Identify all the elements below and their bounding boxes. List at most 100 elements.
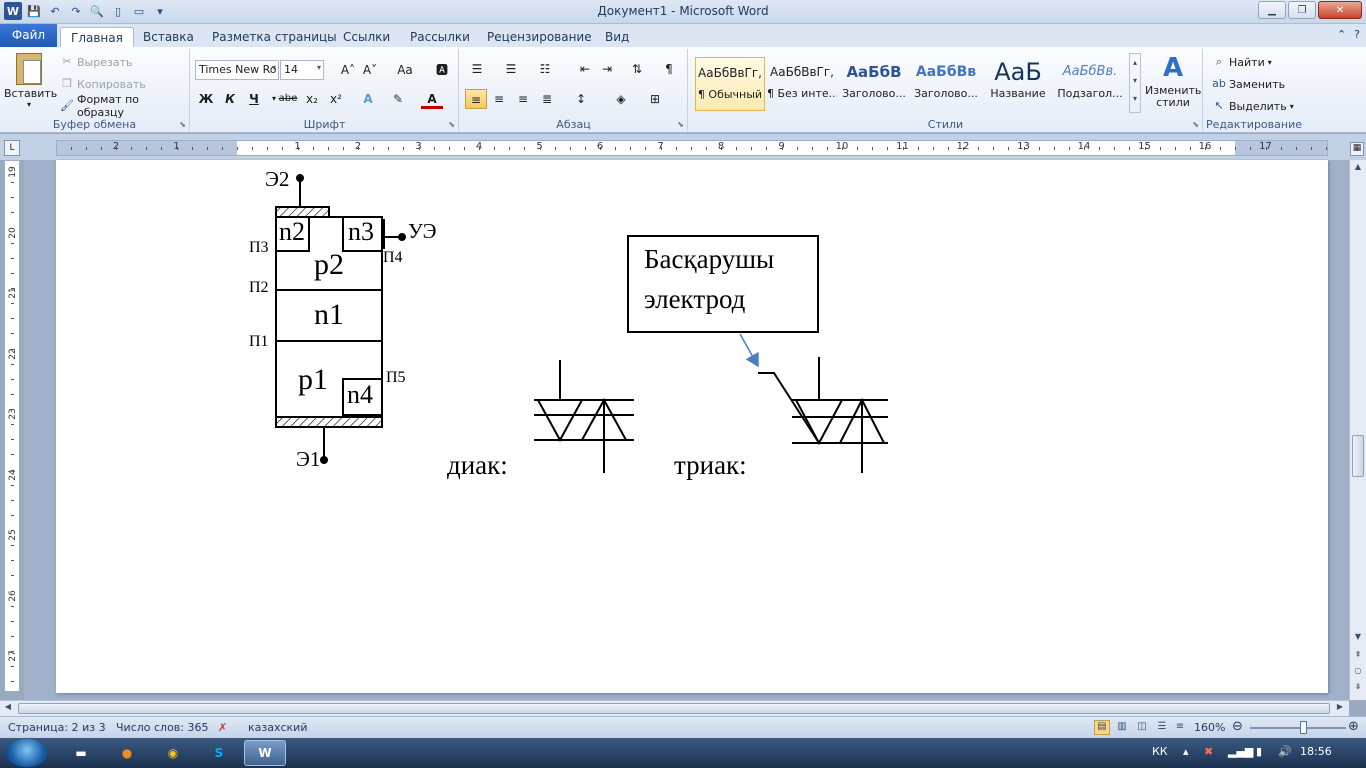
align-center-icon[interactable]: ≡ [493,92,505,106]
tab-insert[interactable]: Вставка [143,30,194,44]
scroll-right-icon[interactable]: ▶ [1336,702,1344,711]
print-layout-view-icon[interactable]: ▤ [1094,720,1110,735]
word-taskbar-icon[interactable]: W [244,740,286,766]
tab-file[interactable]: Файл [0,24,57,47]
replace-button[interactable]: ab Заменить [1212,74,1285,94]
restore-button[interactable]: ❐ [1288,1,1316,19]
dialog-launcher-icon[interactable]: ⬊ [448,120,455,129]
paste-button[interactable]: Вставить ▾ [4,51,57,115]
minimize-button[interactable]: ▁ [1258,1,1286,19]
borders-icon[interactable]: ⊞ [649,92,661,106]
outline-view-icon[interactable]: ☰ [1157,721,1167,732]
strikethrough-button[interactable]: abe [278,93,298,104]
italic-button[interactable]: К [225,92,235,106]
chrome-icon[interactable]: ◉ [167,746,179,760]
change-case-button[interactable]: Aa [397,63,413,77]
style-title[interactable]: АаБ Название [983,57,1053,111]
subscript-button[interactable]: x₂ [306,92,318,106]
find-button[interactable]: ⌕ Найти ▾ [1212,52,1272,72]
diac-label[interactable]: диак: [447,450,508,480]
triac-label[interactable]: триак: [674,450,747,480]
customize-toolbar-icon[interactable]: ▾ [157,4,163,18]
tab-home[interactable]: Главная [60,27,134,47]
tab-references[interactable]: Ссылки [343,30,391,44]
shading-icon[interactable]: ◈ [616,92,626,106]
change-styles-button[interactable]: A Изменить стили [1145,53,1201,117]
browse-object-icon[interactable]: ○ [1354,666,1362,675]
align-right-icon[interactable]: ≡ [517,92,529,106]
vertical-scroll-thumb[interactable] [1352,435,1364,477]
zoom-slider-knob[interactable] [1300,721,1307,734]
numbering-icon[interactable]: ☰ [505,62,517,76]
justify-icon[interactable]: ≣ [541,92,553,106]
font-size-box[interactable]: 14 ▾ [280,60,324,80]
underline-button[interactable]: Ч [249,92,259,106]
scroll-left-icon[interactable]: ◀ [4,702,12,711]
show-hidden-icons-icon[interactable]: ▴ [1183,745,1189,758]
chevron-down-icon[interactable]: ▾ [271,94,276,103]
sort-icon[interactable]: ⇅ [631,62,643,76]
style-no-spacing[interactable]: АаБбВвГг, ¶ Без инте... [767,57,837,111]
multilevel-list-icon[interactable]: ☷ [539,62,551,76]
collapse-ribbon-icon[interactable]: ⌃ [1336,28,1347,41]
signal-icon[interactable]: ▂▄▆ [1228,745,1254,758]
decrease-indent-icon[interactable]: ⇤ [579,62,591,76]
text-effects-icon[interactable]: A [363,92,373,106]
zoom-level[interactable]: 160% [1194,721,1226,734]
help-icon[interactable]: ? [1354,28,1360,41]
spell-check-icon[interactable]: ✗ [218,721,228,734]
redo-icon[interactable]: ↷ [71,4,81,18]
styles-scroll[interactable]: ▴▾▾ [1129,53,1141,113]
word-logo-icon[interactable]: W [4,2,22,20]
show-marks-button[interactable]: ¶ [665,62,673,76]
font-name-box[interactable]: Times New Ro ▾ [195,60,279,80]
style-normal[interactable]: АаБбВвГг, ¶ Обычный [695,57,765,111]
scroll-down-icon[interactable]: ▼ [1354,632,1362,641]
save-icon[interactable]: 💾 [27,4,41,18]
scroll-up-icon[interactable]: ▲ [1354,162,1362,171]
clock[interactable]: 18:56 [1300,745,1332,758]
clear-formatting-icon[interactable]: 🅰 [435,63,448,77]
bullets-icon[interactable]: ☰ [471,62,483,76]
language[interactable]: казахский [248,721,308,734]
undo-icon[interactable]: ↶ [50,4,60,18]
grow-font-button[interactable]: A˄ [340,63,356,77]
format-painter-button[interactable]: 🖌 Формат по образцу [60,93,189,119]
dialog-launcher-icon[interactable]: ⬊ [1192,120,1199,129]
style-subtitle[interactable]: АаБбВв. Подзагол... [1055,57,1125,111]
word-count[interactable]: Число слов: 365 [116,721,209,734]
page-count[interactable]: Страница: 2 из 3 [8,721,106,734]
new-document-icon[interactable]: ▯ [114,4,122,18]
web-layout-icon[interactable]: ◫ [1137,721,1147,732]
select-button[interactable]: ↖ Выделить ▾ [1212,96,1293,116]
input-language[interactable]: КК [1152,745,1168,758]
close-button[interactable]: ✕ [1318,1,1362,19]
battery-icon[interactable]: ▮ [1256,745,1263,758]
skype-icon[interactable]: S [214,746,224,760]
firefox-icon[interactable]: ● [121,746,133,760]
volume-icon[interactable]: 🔊 [1278,745,1292,758]
tab-review[interactable]: Рецензирование [487,30,592,44]
draft-view-icon[interactable]: ≡ [1175,721,1185,732]
document-page[interactable]: Э2 n2 n3 УЭ П3 p2 П4 П2 n1 П1 p1 П5 n4 Э… [56,160,1328,693]
tab-selector-icon[interactable]: L [4,140,20,156]
dialog-launcher-icon[interactable]: ⬊ [677,120,684,129]
cut-button[interactable]: ✂ Вырезать [60,52,132,72]
callout-text-line2[interactable]: электрод [644,284,746,314]
dialog-launcher-icon[interactable]: ⬊ [179,120,186,129]
tab-view[interactable]: Вид [605,30,630,44]
callout-text-line1[interactable]: Басқарушы [644,244,775,274]
tab-mailings[interactable]: Рассылки [410,30,470,44]
view-ruler-icon[interactable]: ▦ [1350,142,1364,156]
print-preview-icon[interactable]: 🔍 [90,4,104,18]
zoom-in-icon[interactable]: ⊕ [1348,719,1359,734]
vertical-scrollbar[interactable]: ▲ ▼ ⇞ ○ ⇟ [1349,160,1366,700]
horizontal-scrollbar[interactable]: ◀ ▶ [0,700,1349,716]
tab-page-layout[interactable]: Разметка страницы [212,30,337,44]
open-folder-icon[interactable]: ▭ [133,4,145,18]
network-status-icon[interactable]: ✖ [1204,745,1214,758]
prev-page-icon[interactable]: ⇞ [1354,650,1362,659]
explorer-icon[interactable]: ▬ [75,746,87,760]
bold-button[interactable]: Ж [198,92,214,106]
